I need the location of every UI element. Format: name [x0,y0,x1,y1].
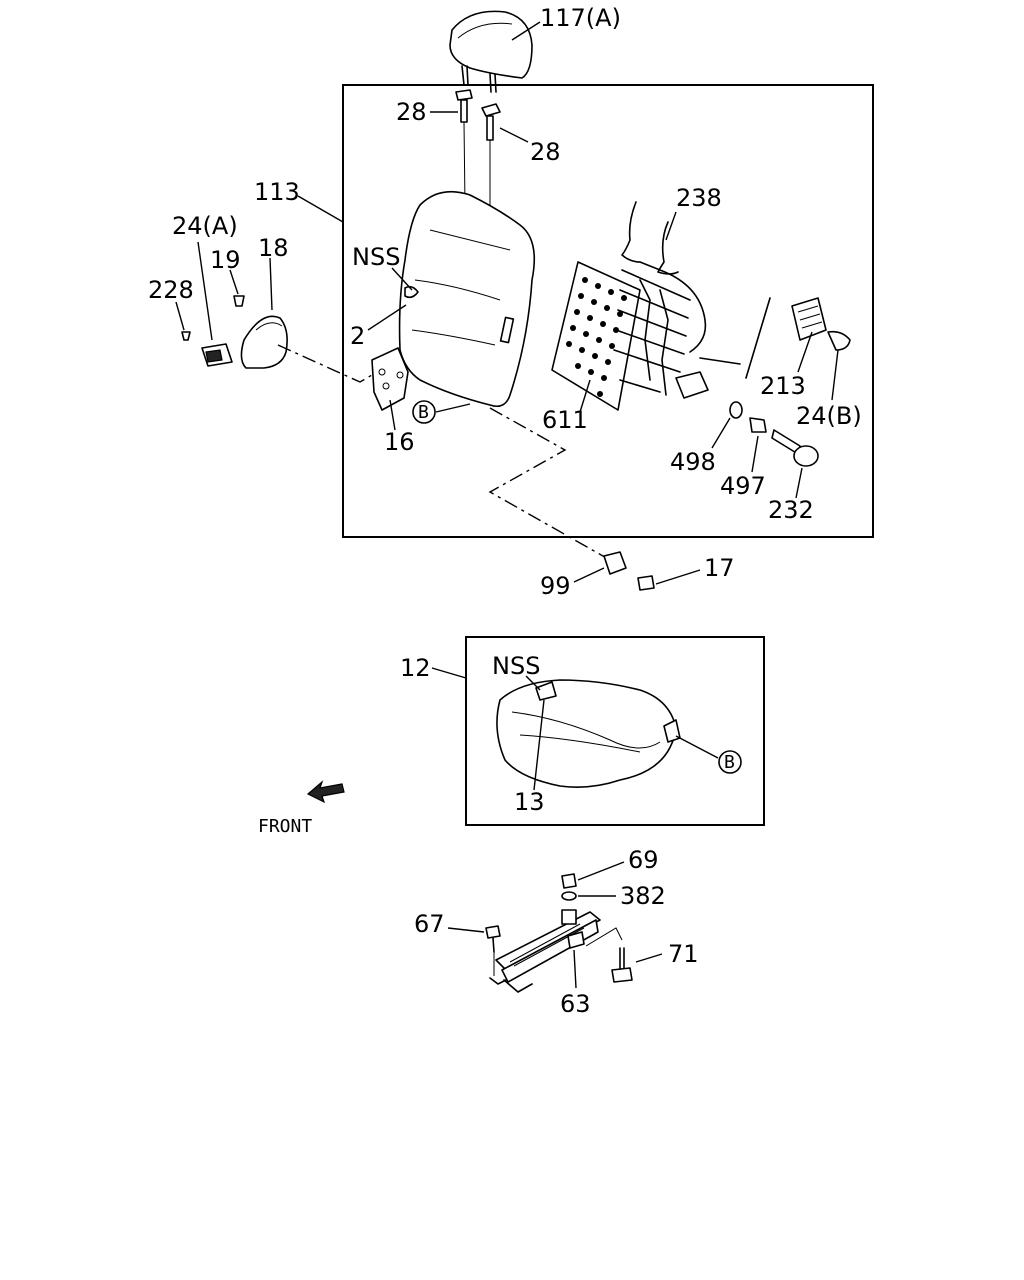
label-611: 611 [542,406,588,434]
label-nss-back: NSS [352,243,400,271]
bushing-part [603,551,627,575]
label-17: 17 [704,554,735,582]
label-69: 69 [628,846,659,874]
label-382: 382 [620,882,666,910]
washer-part [729,401,743,419]
label-nss-cushion: NSS [492,652,540,680]
cushion-frame [465,636,765,826]
side-cover-part [181,295,288,369]
ref-b-lower [718,750,742,774]
label-28-left: 28 [396,98,427,126]
label-232: 232 [768,496,814,524]
lumbar-knob-part [791,297,851,351]
label-67: 67 [414,910,445,938]
label-28-right: 28 [530,138,561,166]
label-113: 113 [254,178,300,206]
handle-knob-part [771,429,819,467]
label-213: 213 [760,372,806,400]
seatback-part [398,190,536,408]
label-71: 71 [668,940,699,968]
label-228: 228 [148,276,194,304]
ref-b-lower-label: B [724,752,735,773]
label-12: 12 [400,654,431,682]
label-24b: 24(B) [796,402,862,430]
bolt-71-part [611,947,633,983]
bolt-part [637,575,655,591]
collar-part [749,417,767,433]
recliner-bracket-part [371,347,409,411]
label-238: 238 [676,184,722,212]
label-24a: 24(A) [172,212,238,240]
label-16: 16 [384,428,415,456]
bolt-67-part [485,925,501,953]
nut-part [561,873,577,889]
front-label: FRONT [258,816,312,837]
headrest-part [449,10,533,93]
seat-cushion-part [496,679,681,788]
lumbar-panel-part [551,261,641,411]
label-18: 18 [258,234,289,262]
label-13: 13 [514,788,545,816]
seat-rail-part [489,909,601,993]
label-63: 63 [560,990,591,1018]
front-arrow-icon [306,780,345,804]
label-2: 2 [350,322,365,350]
seatback-frame [342,84,874,538]
label-498: 498 [670,448,716,476]
label-19: 19 [210,246,241,274]
label-497: 497 [720,472,766,500]
washer-382-part [561,891,577,901]
ref-b-upper [412,400,436,424]
label-99: 99 [540,572,571,600]
label-117a: 117(A) [540,4,621,32]
ref-b-upper-label: B [418,402,429,423]
wire-frame-part [613,201,771,399]
